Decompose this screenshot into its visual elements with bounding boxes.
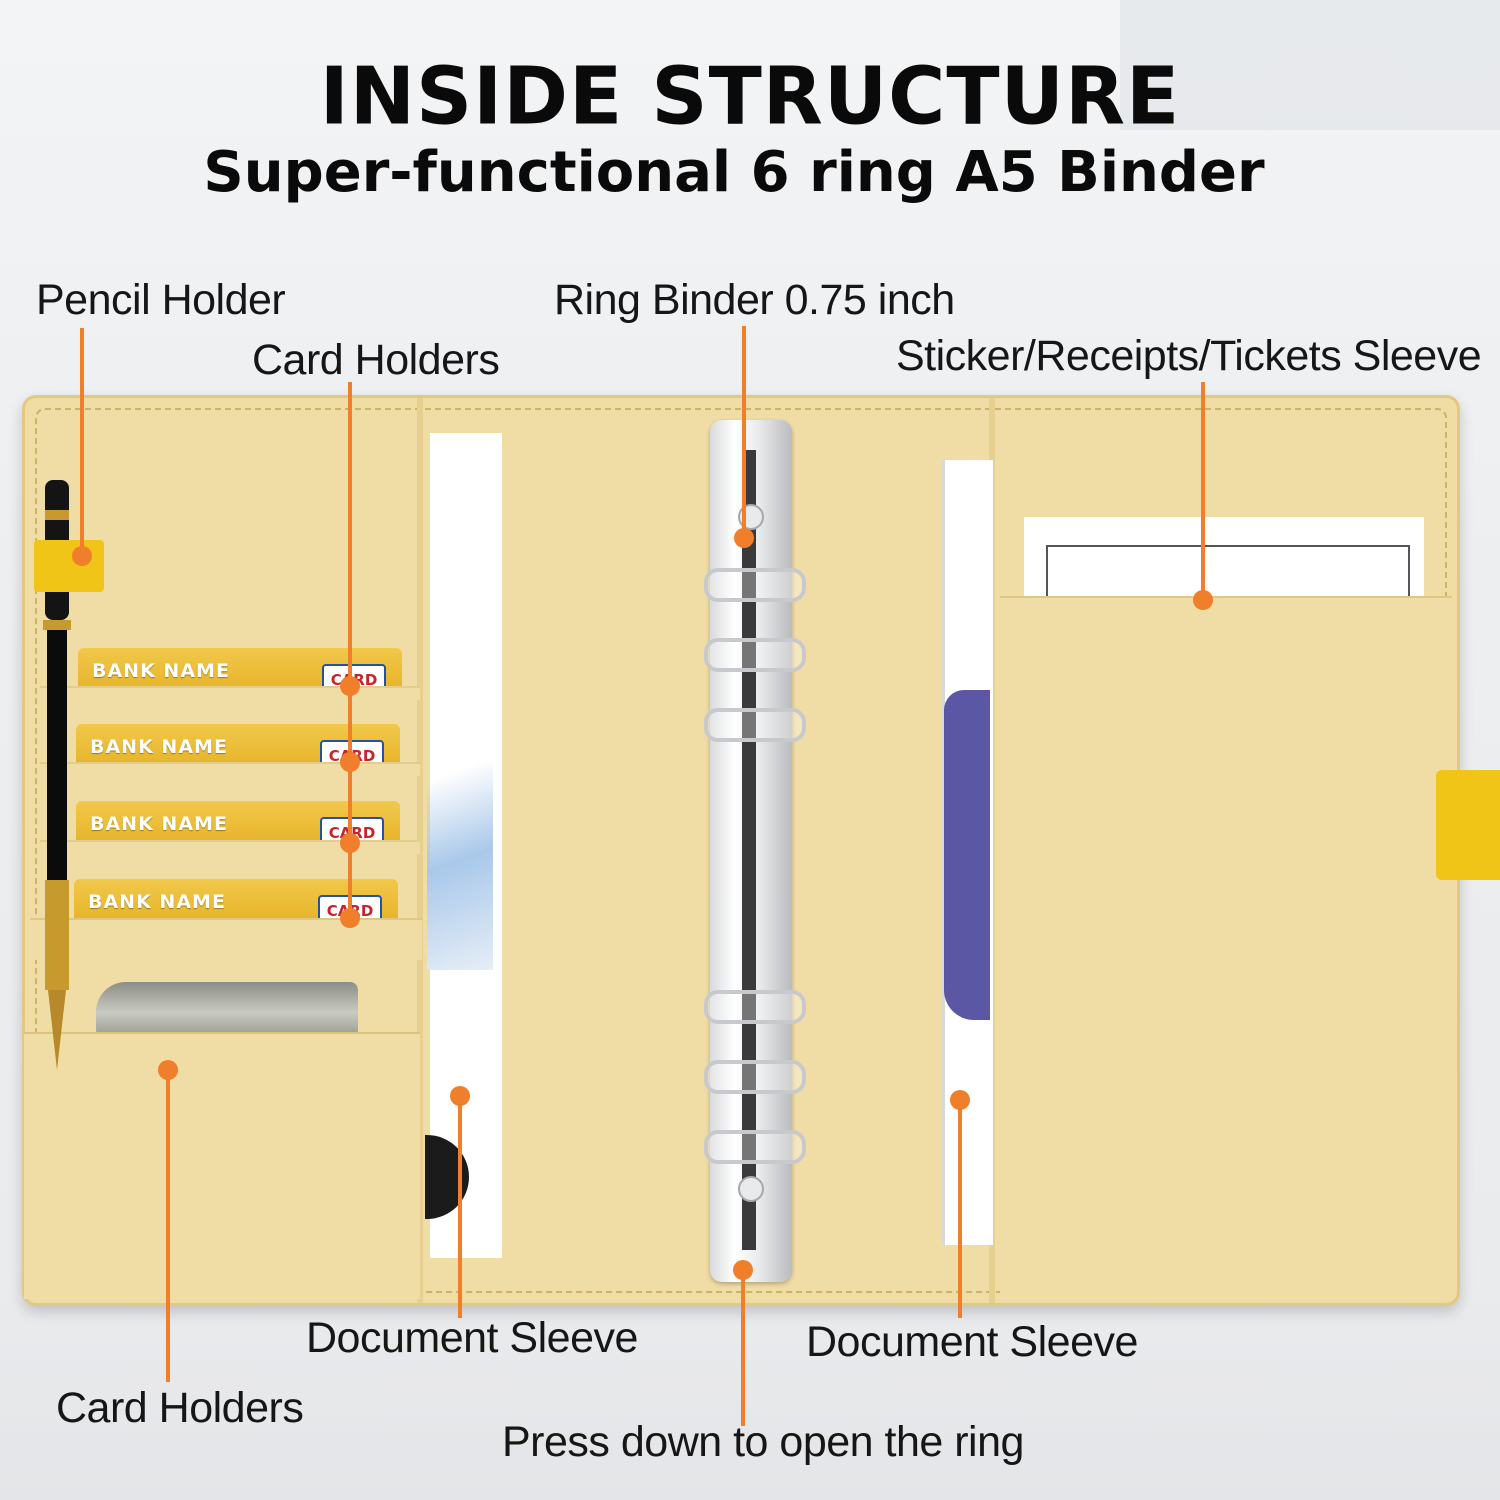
label-document-sleeve-left: Document Sleeve: [306, 1314, 638, 1362]
callout-dot-ring-binder: [734, 528, 754, 548]
callout-line-cards-bottom: [166, 1070, 170, 1382]
callout-dot-doc-right: [950, 1090, 970, 1110]
ring-2: [704, 638, 806, 672]
ring-5: [704, 1060, 806, 1094]
background-floor: [0, 1300, 1500, 1500]
callout-dot-pencil: [72, 546, 92, 566]
callout-dot-card-2: [340, 752, 360, 772]
callout-line-press-down: [741, 1270, 745, 1426]
callout-line-doc-right: [958, 1100, 962, 1318]
label-document-sleeve-right: Document Sleeve: [806, 1318, 1138, 1366]
card-pocket-1: [40, 686, 420, 700]
label-card-holders-bottom: Card Holders: [56, 1384, 304, 1432]
callout-line-sticker-sleeve: [1201, 382, 1205, 600]
card-pocket-3: [40, 840, 420, 854]
label-ring-binder: Ring Binder 0.75 inch: [554, 276, 955, 324]
ring-4: [704, 990, 806, 1024]
callout-dot-cards-bottom: [158, 1060, 178, 1080]
callout-line-ring-binder: [742, 326, 746, 538]
document-art-left: [427, 690, 493, 970]
receipt-paper: [1024, 517, 1424, 607]
callout-line-cards-top: [348, 382, 352, 918]
callout-dot-sticker-sleeve: [1193, 590, 1213, 610]
callout-line-pencil: [80, 328, 84, 556]
ring-1: [704, 568, 806, 602]
ring-3: [704, 708, 806, 742]
callout-dot-doc-left: [450, 1086, 470, 1106]
ring-binder-mechanism: [704, 420, 806, 1282]
callout-line-doc-left: [458, 1096, 462, 1318]
card-pocket-2: [40, 762, 420, 776]
label-sticker-sleeve: Sticker/Receipts/Tickets Sleeve: [896, 332, 1482, 380]
page-title: INSIDE STRUCTURE: [319, 51, 1181, 143]
background-shelf: [1120, 0, 1500, 130]
card-bank-name: BANK NAME: [92, 660, 230, 682]
label-press-down: Press down to open the ring: [502, 1418, 1024, 1466]
card-pocket-4: [30, 918, 422, 960]
document-art-right: [944, 690, 990, 1020]
ring-spine: [742, 450, 756, 1250]
label-card-holders-top: Card Holders: [252, 336, 500, 384]
pen-loop-strap: [34, 540, 104, 592]
callout-dot-card-1: [340, 676, 360, 696]
page-subtitle: Super-functional 6 ring A5 Binder: [203, 140, 1265, 205]
callout-dot-card-4: [340, 908, 360, 928]
label-pencil-holder: Pencil Holder: [36, 276, 286, 324]
sticker-sleeve-pocket: [1000, 596, 1452, 1298]
card-bank-name: BANK NAME: [88, 891, 226, 913]
bottom-pocket: [24, 1032, 420, 1299]
card-bank-name: BANK NAME: [90, 736, 228, 758]
card-bank-name: BANK NAME: [90, 813, 228, 835]
ring-6: [704, 1130, 806, 1164]
left-panel-fold: [417, 398, 423, 1303]
callout-dot-card-3: [340, 833, 360, 853]
card-badge: CARD: [320, 817, 384, 841]
callout-dot-press-down: [733, 1260, 753, 1280]
rivet-bottom-icon: [738, 1176, 764, 1202]
closure-strap: [1436, 770, 1500, 880]
